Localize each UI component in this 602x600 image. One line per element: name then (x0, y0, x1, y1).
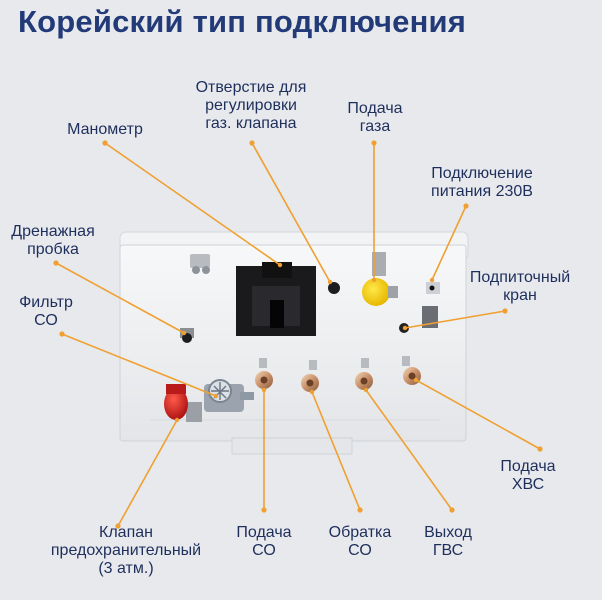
leader-dot-makeup-valve (402, 325, 408, 331)
leader-dot-heating-supply (261, 387, 267, 393)
label-manometer: Манометр (67, 121, 143, 138)
leader-dot-heating-return (309, 389, 315, 395)
dhw-out-fitting-icon (355, 358, 373, 390)
leader-line-gas-valve-hole (251, 142, 331, 283)
heating-supply-fitting-icon (255, 358, 273, 389)
leader-dot-filter (59, 331, 65, 337)
leader-dot-heating-supply (261, 507, 267, 513)
leader-dot-manometer (102, 140, 108, 146)
leader-line-safety-valve (117, 419, 178, 527)
label-safety-valve: Клапан предохранительный (3 атм.) (50, 524, 202, 577)
leader-line-manometer (104, 142, 281, 266)
leader-dot-filter (213, 393, 219, 399)
leader-line-filter (61, 333, 217, 397)
label-gas-supply: Подача газа (347, 100, 403, 135)
leader-dot-safety-valve (115, 523, 121, 529)
label-power: Подключение питания 230В (431, 165, 533, 200)
leader-dot-heating-return (357, 507, 363, 513)
leader-dot-gas-supply (371, 277, 377, 283)
power-socket-icon (426, 282, 440, 294)
leader-dot-cold-water (413, 377, 419, 383)
page-title: Корейский тип подключения (18, 4, 467, 39)
label-filter: Фильтр СО (19, 294, 73, 329)
label-heating-return: Обратка СО (328, 524, 392, 559)
leader-line-heating-return (311, 391, 361, 511)
gas-valve-hole-icon (328, 282, 340, 294)
leader-dot-safety-valve (174, 417, 180, 423)
leader-dot-power (463, 203, 469, 209)
gas-valve-icon (362, 252, 398, 306)
leader-dot-gas-valve-hole (327, 279, 333, 285)
leader-line-cold-water (415, 379, 541, 450)
leader-dot-cold-water (537, 446, 543, 452)
leader-dot-power (429, 277, 435, 283)
leader-line-makeup-valve (404, 310, 506, 329)
label-heating-supply: Подача СО (236, 524, 292, 559)
drain-plug-icon (180, 328, 194, 343)
bracket-icon (190, 254, 210, 274)
heating-return-fitting-icon (301, 360, 319, 392)
label-drain: Дренажная пробка (11, 223, 95, 258)
leader-dot-makeup-valve (502, 308, 508, 314)
leader-dot-gas-valve-hole (249, 140, 255, 146)
manometer-icon (236, 262, 316, 336)
leader-dot-dhw-out (449, 507, 455, 513)
leader-dot-drain (181, 330, 187, 336)
leader-dot-gas-supply (371, 140, 377, 146)
boiler-body (119, 231, 469, 455)
safety-valve-icon (164, 384, 202, 422)
leader-line-power (431, 205, 467, 281)
leader-dot-drain (53, 260, 59, 266)
label-gas-valve-hole: Отверстие для регулировки газ. клапана (195, 79, 307, 132)
leader-line-dhw-out (365, 389, 453, 511)
leader-line-drain (55, 262, 185, 334)
leader-dot-dhw-out (363, 387, 369, 393)
label-dhw-out: Выход ГВС (424, 524, 472, 559)
leader-dot-manometer (277, 262, 283, 268)
label-makeup-valve: Подпиточный кран (469, 269, 571, 304)
label-cold-water: Подача ХВС (500, 458, 556, 493)
